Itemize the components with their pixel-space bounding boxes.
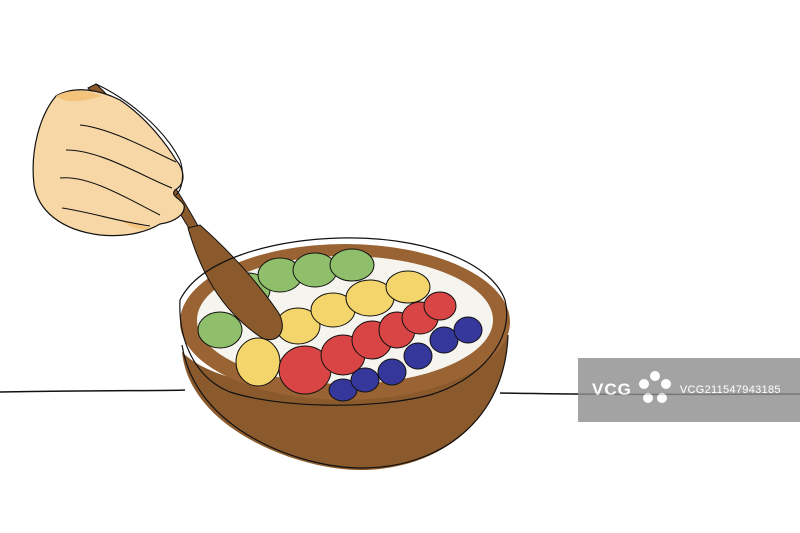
blueberry [377, 358, 407, 386]
mango-cube [385, 270, 431, 304]
vcg-flower-logo-icon [636, 369, 674, 412]
thumb-line [95, 83, 184, 196]
bowl-body [182, 335, 508, 470]
mango-cube [235, 337, 281, 387]
blueberry [429, 326, 459, 354]
hand [32, 83, 185, 237]
blueberry [403, 342, 433, 370]
hand-skin [32, 89, 185, 237]
kiwi-slice [292, 252, 338, 288]
blueberry [350, 367, 380, 393]
watermark-brand: VCG [592, 380, 632, 399]
blueberries [328, 316, 483, 402]
bowl-outline [179, 237, 509, 469]
finger-lines [59, 124, 177, 227]
watermark-image-id: VCG211547943185 [679, 384, 781, 396]
mango-cubes [235, 270, 431, 387]
watermark-banner: VCG VCG211547943185 [578, 358, 800, 422]
kiwi-slice [329, 248, 375, 282]
spoon-bowl [187, 224, 283, 341]
strawberry-piece [423, 291, 457, 321]
strawberry-pieces [278, 291, 457, 395]
blueberry [453, 316, 483, 344]
kiwi-slice [197, 311, 243, 349]
